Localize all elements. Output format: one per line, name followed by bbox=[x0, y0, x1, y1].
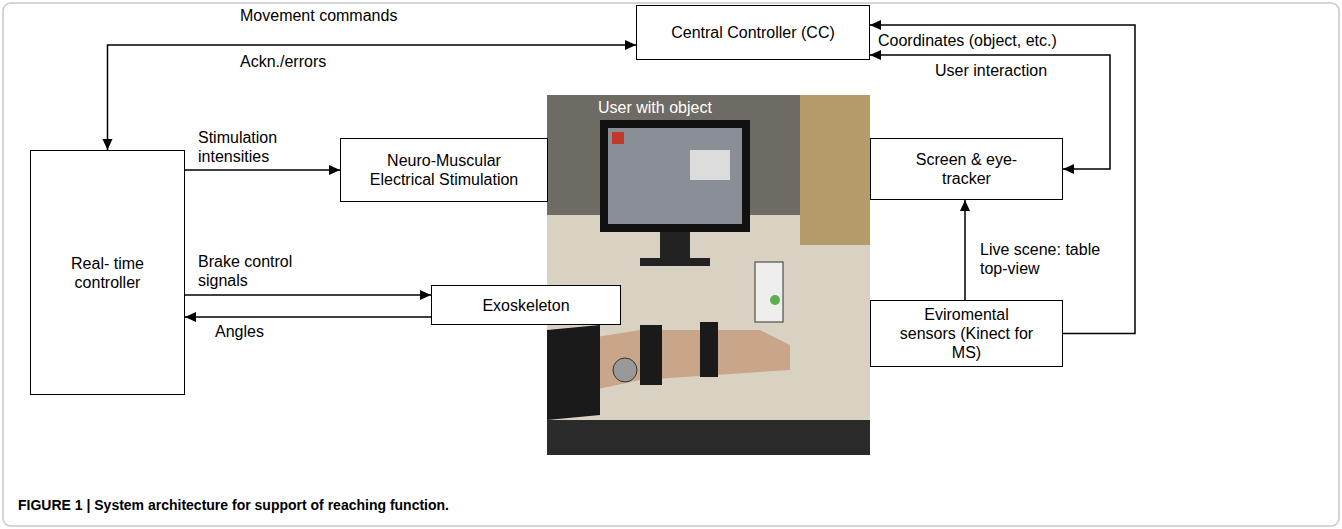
signal-connector bbox=[185, 165, 340, 175]
stimulation-box: Neuro-Muscular Electrical Stimulation bbox=[340, 138, 548, 202]
signal-connector bbox=[185, 290, 431, 300]
arrow-head bbox=[185, 312, 196, 322]
connector-line bbox=[185, 169, 340, 171]
sensor-box: Eviromental sensors (Kinect for MS) bbox=[870, 300, 1063, 367]
photo-screen-icon bbox=[612, 132, 624, 144]
arrow-head bbox=[329, 165, 340, 175]
connector-line bbox=[108, 45, 637, 150]
photo-screen-object bbox=[690, 150, 730, 180]
photo-label: User with object bbox=[598, 98, 712, 117]
signal-connector bbox=[185, 312, 431, 322]
box-text: Neuro-Muscular Electrical Stimulation bbox=[369, 151, 519, 189]
arrow-head bbox=[870, 50, 881, 60]
connector-line bbox=[185, 294, 431, 296]
signal-label: Stimulation intensities bbox=[198, 128, 298, 166]
connector-line bbox=[964, 200, 966, 300]
box-text: Eviromental sensors (Kinect for MS) bbox=[897, 305, 1037, 362]
arrow-head bbox=[625, 40, 636, 50]
signal-connector bbox=[870, 20, 1135, 334]
figure-caption: FIGURE 1 | System architecture for suppo… bbox=[18, 497, 449, 513]
photo-exo-joint bbox=[613, 358, 637, 382]
connector-line bbox=[185, 316, 431, 318]
signal-label: Angles bbox=[215, 322, 264, 341]
arrow-head bbox=[960, 200, 970, 211]
photo-cup bbox=[755, 262, 783, 322]
signal-label: Coordinates (object, etc.) bbox=[878, 31, 1057, 50]
controller-box: Central Controller (CC) bbox=[636, 5, 870, 60]
box-text: Real- time controller bbox=[58, 254, 158, 292]
arrow-head bbox=[870, 20, 881, 30]
box-text: Screen & eye-tracker bbox=[912, 150, 1022, 188]
photo-cup-marker bbox=[770, 295, 780, 305]
photo-monitor-screen bbox=[608, 128, 742, 224]
arrow-head bbox=[103, 139, 113, 150]
signal-label: Brake control signals bbox=[198, 252, 313, 290]
box-text: Exoskeleton bbox=[482, 296, 569, 315]
signal-label: Live scene: table top-view bbox=[980, 240, 1102, 278]
photo-stairs bbox=[800, 95, 870, 245]
arrow-head bbox=[420, 290, 431, 300]
signal-connector bbox=[960, 200, 970, 300]
photo-monitor-stand bbox=[660, 232, 690, 260]
connector-line bbox=[870, 25, 1135, 334]
photo-torso bbox=[547, 420, 870, 455]
photo-monitor-base bbox=[640, 258, 710, 266]
photo-exo-upper bbox=[547, 325, 600, 420]
box-text: Central Controller (CC) bbox=[671, 23, 835, 42]
signal-label: User interaction bbox=[935, 61, 1047, 80]
photo-table bbox=[547, 95, 870, 455]
photo-exo-strap bbox=[640, 325, 662, 385]
signal-label: Ackn./errors bbox=[240, 52, 326, 71]
frame-border bbox=[3, 3, 1339, 526]
exoskeleton-box: Exoskeleton bbox=[431, 285, 621, 325]
display-box: Screen & eye-tracker bbox=[870, 138, 1063, 200]
photo-exo-strap bbox=[700, 322, 718, 377]
signal-connector bbox=[103, 40, 637, 150]
photo-monitor bbox=[600, 120, 750, 232]
signal-label: Movement commands bbox=[240, 6, 397, 25]
controller-box: Real- time controller bbox=[30, 150, 185, 395]
arrow-head bbox=[1063, 164, 1074, 174]
